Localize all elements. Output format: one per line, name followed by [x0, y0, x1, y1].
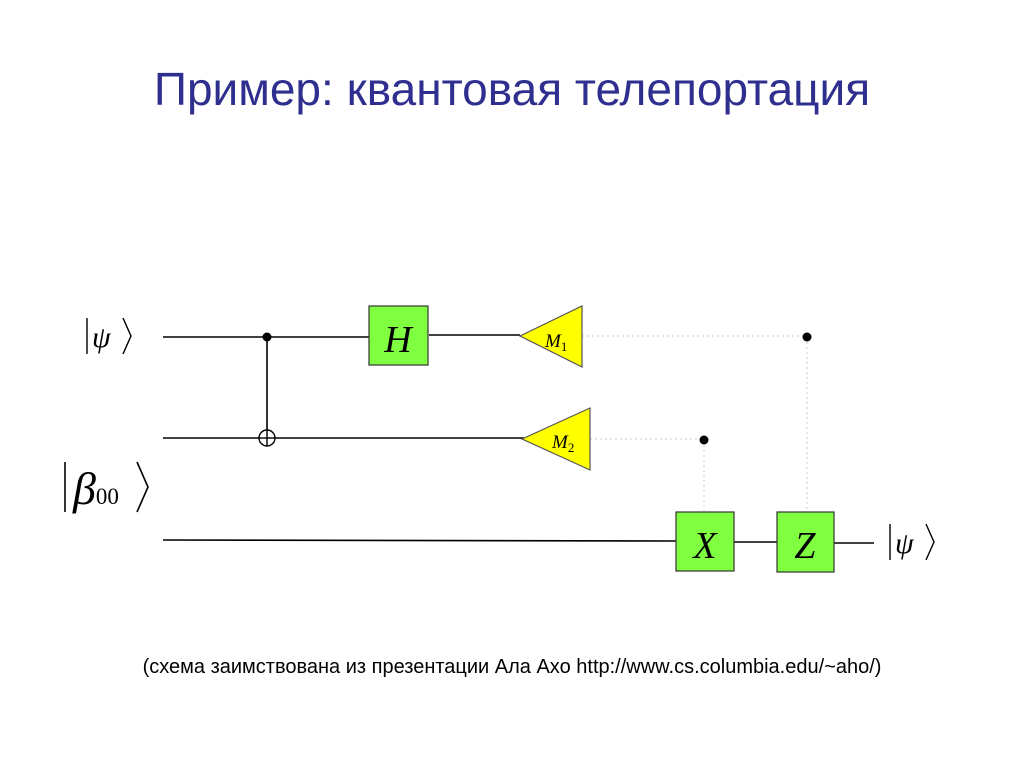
slide-title: Пример: квантовая телепортация — [153, 63, 871, 115]
wire-qubit-3 — [162, 539, 677, 542]
measurement-m2 — [520, 407, 591, 471]
pauli-z-gate-label: Z — [794, 525, 816, 567]
input-ket-beta00: β00 — [64, 461, 149, 514]
x-control-dot — [699, 435, 709, 445]
pauli-z-gate — [776, 511, 835, 573]
measurement-m2-label: M2 — [551, 432, 574, 455]
z-control-dot — [802, 332, 812, 342]
pauli-x-gate — [675, 511, 735, 572]
cnot-control-dot — [262, 332, 272, 342]
pauli-x-gate-label: X — [691, 525, 718, 567]
input-ket-psi: ψ — [86, 317, 132, 355]
output-ket-psi: ψ — [889, 523, 935, 561]
input-ket-psi-label: ψ — [92, 321, 112, 354]
measurement-m1-label: M1 — [544, 331, 567, 354]
source-caption: (схема заимствована из презентации Ала А… — [142, 656, 882, 678]
input-ket-beta-label: β00 — [72, 463, 119, 514]
measurement-m1 — [518, 305, 583, 368]
hadamard-gate — [368, 305, 429, 366]
hadamard-gate-label: H — [383, 319, 414, 361]
output-ket-psi-label: ψ — [895, 527, 915, 560]
